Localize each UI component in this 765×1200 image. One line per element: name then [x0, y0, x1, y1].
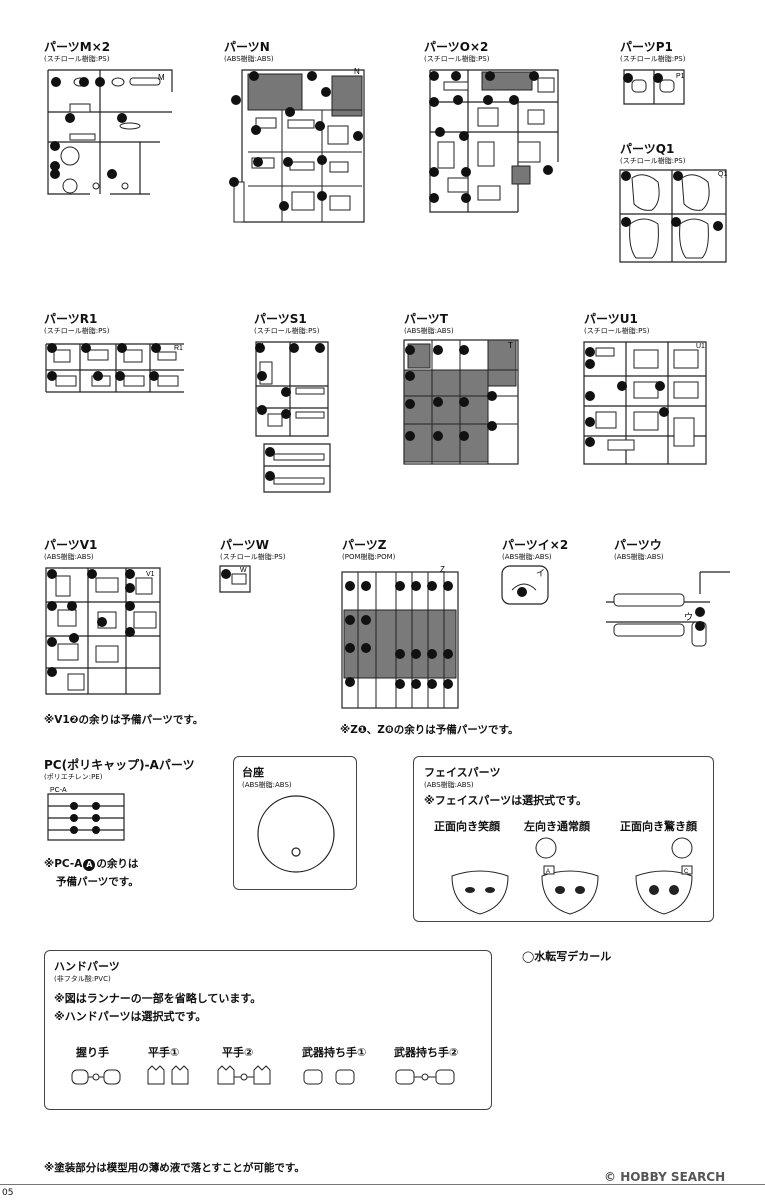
runner-u: ウ [606, 571, 730, 647]
runner-r1-tag: R1 [174, 345, 183, 352]
watermark-text: HOBBY SEARCH [620, 1170, 726, 1184]
runner-o [429, 69, 559, 213]
watermark-copyright: © [604, 1170, 616, 1184]
part-p1-material: (スチロール樹脂:PS) [620, 55, 686, 63]
face-label-left: 左向き通常顔 [524, 820, 590, 833]
part-s1-title: パーツS1 [254, 312, 307, 326]
face-tag-c: C [684, 869, 689, 875]
part-u1-title: パーツU1 [584, 312, 638, 326]
runner-s1: S1 [255, 341, 331, 493]
note-z-spare: ※Z❶、Z❽の余りは予備パーツです。 [340, 724, 519, 736]
part-m-title: パーツM×2 [44, 40, 111, 54]
part-o-title: パーツO×2 [424, 40, 489, 54]
runner-q1-tag: Q1 [718, 171, 727, 178]
part-v1-title: パーツV1 [44, 538, 98, 552]
hand-label-weapon2: 武器持ち手② [394, 1046, 459, 1059]
note-paint: ※塗装部分は模型用の薄め液で落とすことが可能です。 [44, 1162, 305, 1174]
hand-label-weapon1: 武器持ち手① [302, 1046, 367, 1059]
part-q1-material: (スチロール樹脂:PS) [620, 157, 686, 165]
part-r1-title: パーツR1 [44, 312, 98, 326]
part-z-material: (POM樹脂:POM) [342, 553, 396, 561]
part-w-material: (スチロール樹脂:PS) [220, 553, 286, 561]
runner-u1-tag: U1 [696, 343, 705, 350]
part-s1-material: (スチロール樹脂:PS) [254, 327, 320, 335]
note-pc-tail: の余りは [96, 858, 139, 870]
part-p1-title: パーツP1 [620, 40, 673, 54]
runner-v1: V1 [45, 567, 161, 695]
part-w-title: パーツW [220, 538, 269, 552]
part-u1-material: (スチロール樹脂:PS) [584, 327, 650, 335]
part-u-material: (ABS樹脂:ABS) [614, 553, 664, 561]
part-v1-material: (ABS樹脂:ABS) [44, 553, 94, 561]
part-t-title: パーツT [404, 312, 448, 326]
watermark: © HOBBY SEARCH [604, 1170, 725, 1184]
face-material: (ABS樹脂:ABS) [424, 781, 474, 789]
part-i-material: (ABS樹脂:ABS) [502, 553, 552, 561]
note-pc-prefix: ※PC-A [44, 858, 83, 870]
runner-u-tag: ウ [684, 612, 693, 623]
face-parts-drawing: A C [451, 837, 693, 915]
part-i-title: パーツイ×2 [502, 538, 569, 552]
runner-u1: U1 [583, 341, 707, 465]
base-stand-drawing [257, 795, 335, 873]
pc-a-mark: A [83, 859, 96, 871]
face-label-surprised: 正面向き驚き顔 [620, 820, 697, 833]
hand-parts-drawing [71, 1065, 455, 1085]
pc-title: PC(ポリキャップ)-Aパーツ [44, 758, 195, 772]
runner-n: N [229, 67, 365, 223]
runner-z: Z [341, 565, 459, 709]
base-material: (ABS樹脂:ABS) [242, 781, 292, 789]
runner-t: T [403, 339, 519, 465]
hand-note-2: ※ハンドパーツは選択式です。 [54, 1010, 207, 1023]
part-o-material: (スチロール樹脂:PS) [424, 55, 490, 63]
hand-label-grip: 握り手 [76, 1046, 109, 1059]
runner-m-tag: M [158, 73, 165, 82]
runner-pc-a: PC-A [47, 787, 125, 841]
runner-n-tag: N [354, 67, 360, 76]
runner-t-tag: T [508, 341, 513, 350]
page-number: 05 [2, 1188, 14, 1198]
runner-q1: Q1 [619, 169, 727, 263]
decal-label: ◯水転写デカール [522, 950, 612, 963]
face-label-smile: 正面向き笑顔 [434, 820, 500, 833]
runner-z-tag: Z [440, 565, 445, 574]
hand-material: (非フタル酸:PVC) [54, 975, 111, 983]
face-note: ※フェイスパーツは選択式です。 [424, 794, 588, 807]
hand-note-1: ※図はランナーの一部を省略しています。 [54, 992, 262, 1005]
runner-v1-tag: V1 [146, 571, 155, 578]
runner-m: M [47, 69, 173, 195]
runner-w-tag: W [240, 567, 247, 574]
footer-rule [0, 1184, 765, 1185]
part-m-material: (スチロール樹脂:PS) [44, 55, 110, 63]
note-pc-spare-line2: 予備パーツです。 [56, 876, 139, 888]
part-r1-material: (スチロール樹脂:PS) [44, 327, 110, 335]
pc-material: (ポリエチレン:PE) [44, 773, 103, 781]
face-title: フェイスパーツ [424, 766, 501, 779]
runner-pc-tag: PC-A [50, 787, 67, 794]
runner-s1-tag: S1 [256, 343, 265, 350]
part-n-material: (ABS樹脂:ABS) [224, 55, 274, 63]
note-v1-spare: ※V1❷の余りは予備パーツです。 [44, 714, 204, 726]
part-q1-title: パーツQ1 [620, 142, 675, 156]
part-t-material: (ABS樹脂:ABS) [404, 327, 454, 335]
base-title: 台座 [242, 766, 264, 779]
hand-label-open2: 平手② [222, 1046, 254, 1059]
part-n-title: パーツN [224, 40, 270, 54]
runner-w: W [219, 565, 251, 593]
runner-i: イ [501, 565, 549, 605]
runner-p1-tag: P1 [676, 73, 685, 80]
part-u-title: パーツウ [614, 538, 662, 552]
part-z-title: パーツZ [342, 538, 387, 552]
runner-p1: P1 [623, 69, 685, 105]
hand-title: ハンドパーツ [54, 960, 120, 973]
face-tag-a: A [546, 869, 550, 875]
runner-i-tag: イ [536, 569, 545, 579]
hand-label-open1: 平手① [148, 1046, 180, 1059]
runner-r1: R1 [45, 343, 184, 393]
